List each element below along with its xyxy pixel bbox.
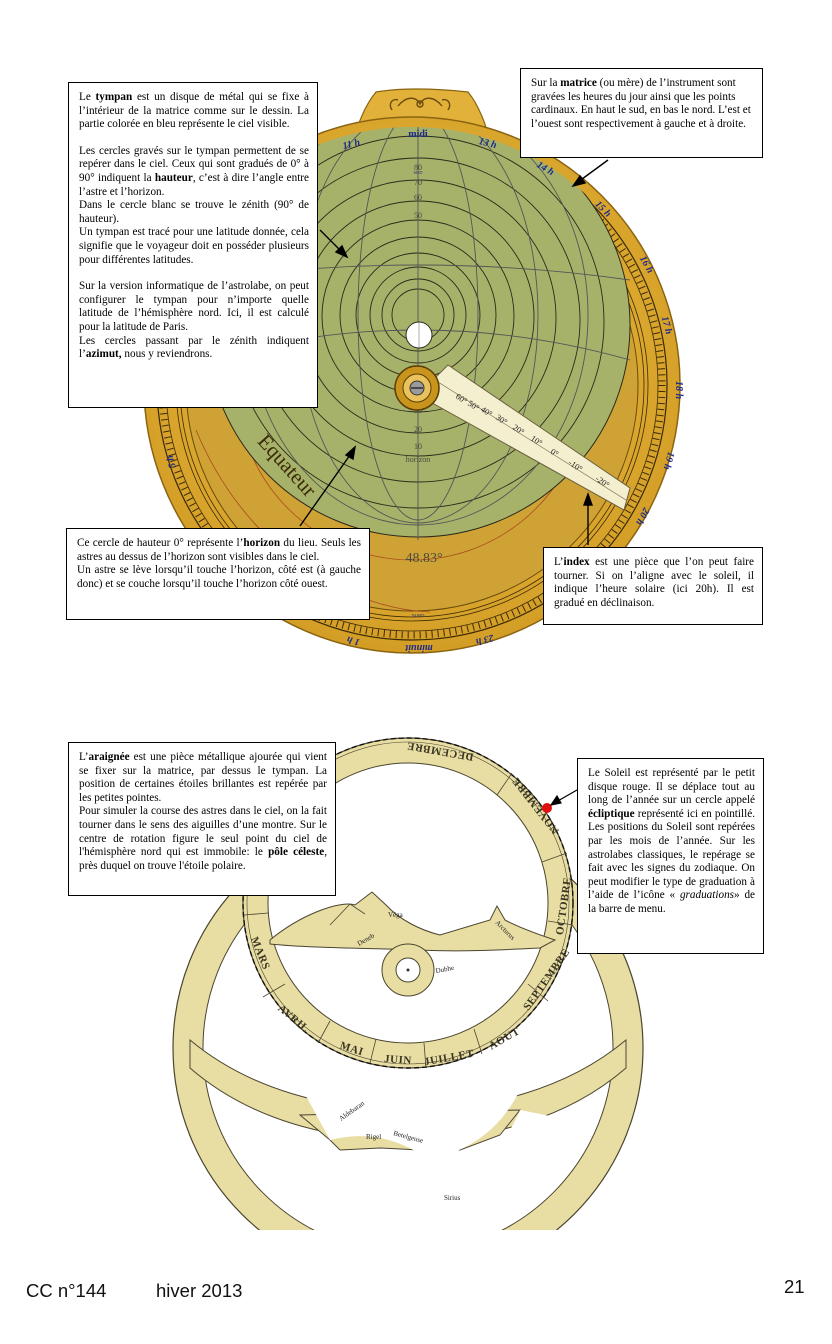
svg-text:23 h: 23 h xyxy=(474,632,496,648)
svg-text:10: 10 xyxy=(414,442,422,451)
svg-text:JUIN: JUIN xyxy=(384,1053,412,1067)
matrice-callout: Sur la matrice (ou mère) de l’instrument… xyxy=(520,68,763,158)
rete-inner-arms xyxy=(269,891,557,952)
svg-text:50: 50 xyxy=(414,211,422,220)
index-ruler: 60° 50° 40° 30° 20° 10° 0° -10° -20° xyxy=(417,364,631,511)
sun-marker xyxy=(542,803,552,813)
svg-text:midi: midi xyxy=(408,129,428,140)
svg-text:19 h: 19 h xyxy=(661,451,676,472)
svg-text:Véga: Véga xyxy=(388,911,404,919)
footer-season: hiver 2013 xyxy=(156,1280,243,1301)
svg-text:18 h: 18 h xyxy=(673,381,684,400)
svg-text:1 h: 1 h xyxy=(345,633,361,647)
index-callout: L’index est une pièce que l’on peut fair… xyxy=(543,547,763,625)
center-pin xyxy=(394,365,440,411)
astrolabe-rete-figure: DECEMBRE NOVEMBRE OCTOBRE SEPTEMBRE AOUT… xyxy=(172,737,644,1230)
svg-text:Rigel: Rigel xyxy=(366,1133,381,1141)
svg-text:11 h: 11 h xyxy=(342,137,362,152)
soleil-callout: Le Soleil est représenté par le petit di… xyxy=(577,758,764,954)
callout-arrows xyxy=(299,159,609,545)
svg-text:5 h: 5 h xyxy=(164,453,178,469)
nord-marker: NORD xyxy=(412,613,426,618)
month-dividers xyxy=(243,772,574,1069)
sud-marker: SUD xyxy=(413,170,423,175)
tympan-callout: Le tympan est un disque de métal qui se … xyxy=(68,82,318,408)
svg-text:0°: 0° xyxy=(549,446,561,459)
horizon-callout: Ce cercle de hauteur 0° représente l’hor… xyxy=(66,528,370,620)
svg-text:minuit: minuit xyxy=(404,642,432,653)
svg-text:70: 70 xyxy=(414,178,422,187)
throne-ornament xyxy=(389,97,451,111)
svg-text:Dubhe: Dubhe xyxy=(435,964,455,975)
araignee-callout: L’araignée est une pièce métallique ajou… xyxy=(68,742,336,896)
page-number: 21 xyxy=(784,1276,805,1297)
svg-text:Sirius: Sirius xyxy=(444,1194,461,1202)
horizon-label: horizon xyxy=(406,455,430,464)
svg-text:80: 80 xyxy=(414,163,422,172)
svg-text:20: 20 xyxy=(414,425,422,434)
footer-issue: CC n°144 xyxy=(26,1280,107,1301)
sun-callout-arrow xyxy=(549,789,578,806)
svg-text:17 h: 17 h xyxy=(659,315,674,336)
hour-scale-ticks xyxy=(158,131,666,639)
latitude-label: 48.83° xyxy=(405,551,442,566)
svg-text:13 h: 13 h xyxy=(478,136,499,151)
hour-labels: 11 h midi 13 h 14 h 15 h 16 h 17 h 18 h … xyxy=(164,129,684,653)
svg-text:60: 60 xyxy=(414,193,422,202)
